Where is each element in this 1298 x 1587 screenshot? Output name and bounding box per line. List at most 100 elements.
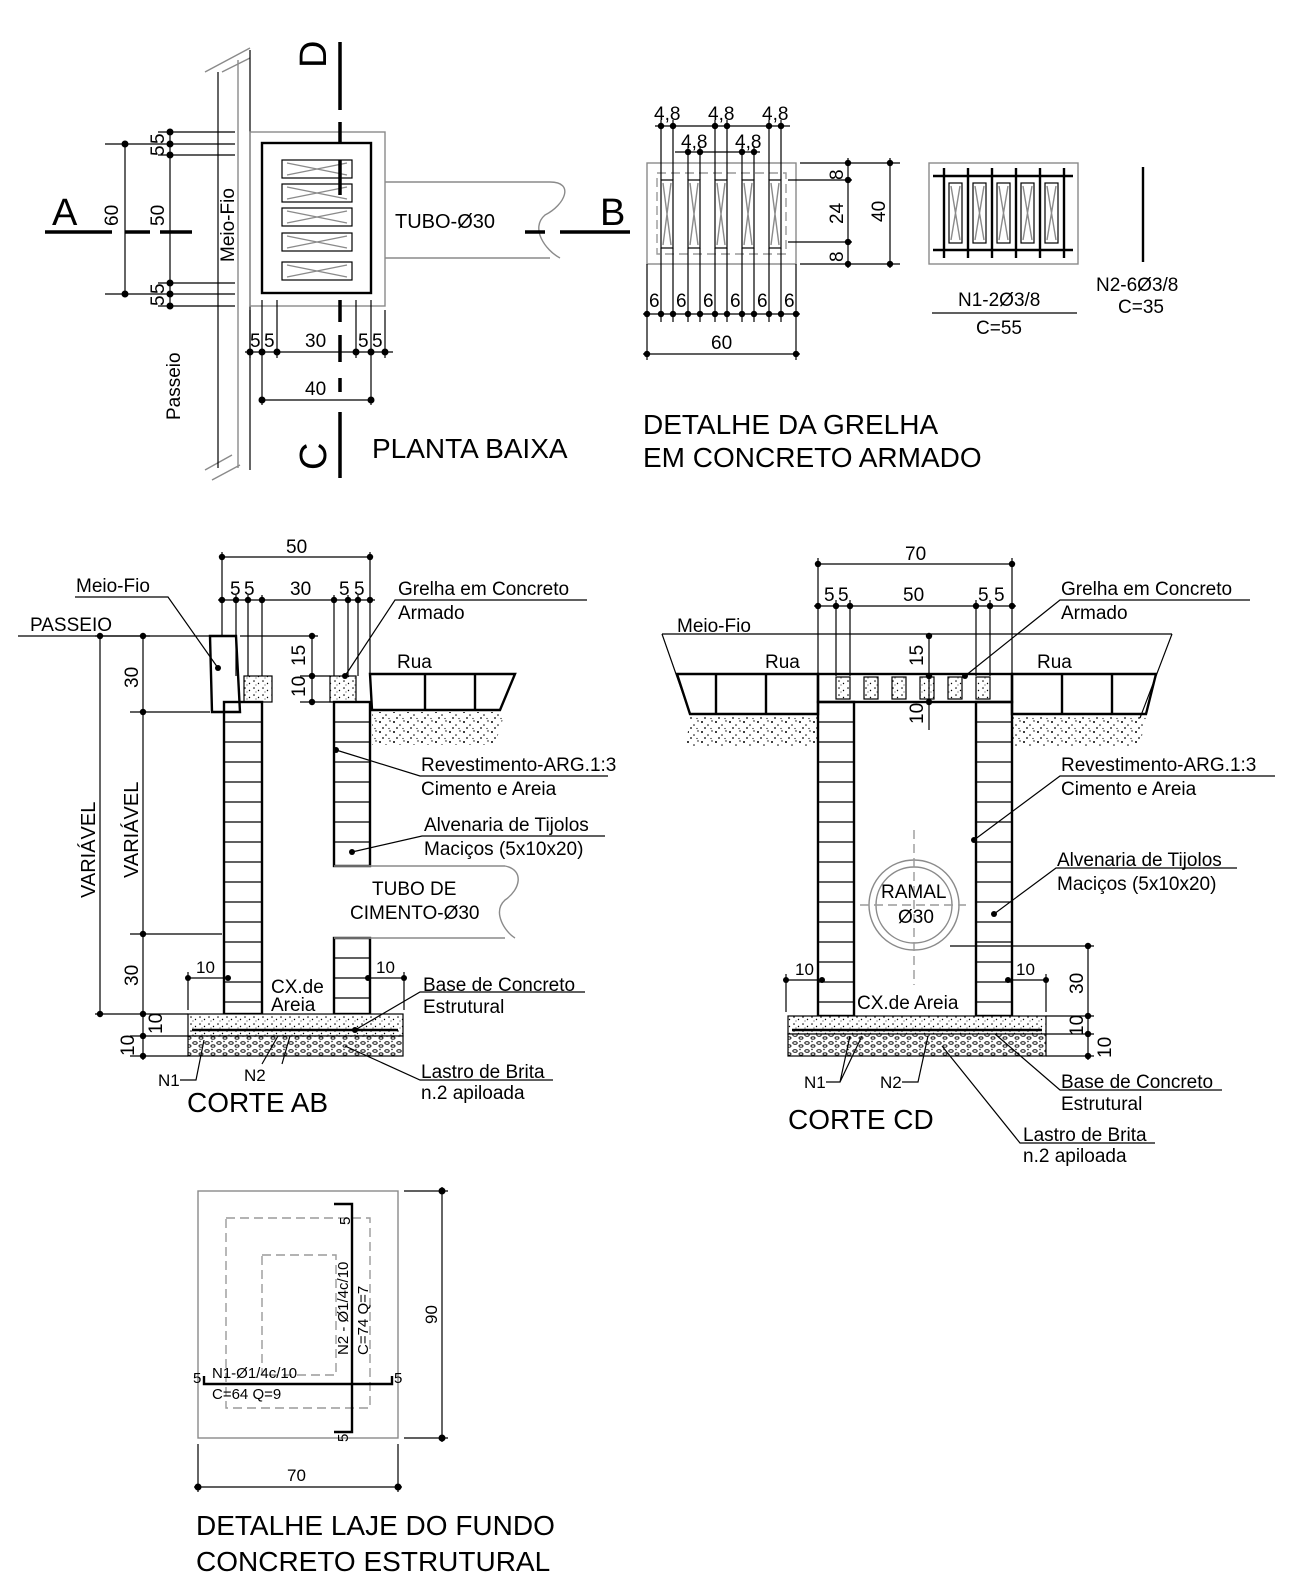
dim-h-30: 30: [305, 331, 326, 352]
grelha-ab-label-2: Armado: [398, 603, 465, 624]
curb-break-lines: [204, 47, 251, 481]
corte-ab-wall-base-dims: 10 10: [185, 958, 407, 1010]
grelha-detail-inner: [656, 172, 787, 255]
rua-ab-label: Rua: [397, 652, 432, 673]
cut-label-b: B: [600, 192, 625, 234]
caixa-outline: [249, 131, 386, 307]
corte-ab-top-dims: 50 5 5 30 5 5: [218, 537, 375, 676]
dim-8-top: 8: [827, 169, 848, 180]
dim-h-5b: 5: [264, 331, 275, 352]
grelha-cd-label-1: Grelha em Concreto: [1061, 579, 1232, 600]
detalhe-grelha: 4,8 4,8 4,8 4,8 4,8 6: [643, 104, 1178, 473]
revest-cd-label-2: Cimento e Areia: [1061, 779, 1197, 800]
meio-fio-cd-label: Meio-Fio: [677, 616, 751, 637]
grelha-outline: [260, 141, 373, 295]
cut-label-a: A: [52, 192, 78, 234]
detalhe-laje: 5 5 5 5 N2 - Ø1/4c/10 C=74 Q=7 N1-Ø1/4c/…: [193, 1187, 555, 1577]
grelha-title-1: DETALHE DA GRELHA: [643, 409, 938, 440]
grelha-rebar-schema: [928, 162, 1079, 265]
ramal-axis: [860, 830, 966, 985]
road-left-joints-cd: [714, 674, 768, 714]
laje-rebar-n1: [225, 1217, 371, 1409]
n1-label: N1-2Ø3/8: [958, 290, 1040, 311]
road-surface: [368, 672, 517, 712]
tubo-ab-label-1: TUBO DE: [372, 879, 456, 900]
dim-ab-30-bottom: 30: [122, 965, 143, 986]
dim-ab-10-top: 10: [289, 676, 310, 697]
leader-n1-ab: [180, 1039, 205, 1081]
lastro-cd-label-1: Lastro de Brita: [1023, 1125, 1147, 1146]
rua-cd-right: Rua: [1037, 652, 1072, 673]
dim-cd-10-brita: 10: [1095, 1037, 1116, 1058]
dim-ab-10-brita: 10: [118, 1035, 139, 1056]
dim-cd-5c: 5: [978, 585, 989, 606]
corte-ab-grate-dims: 15 10: [240, 632, 334, 706]
cx-ab-label-1: CX.de: [271, 977, 324, 998]
n1-length: C=55: [976, 318, 1022, 339]
leader-alven-ab: [351, 835, 605, 853]
planta-vertical-dims: 60 50 5 5 5 5: [102, 128, 235, 310]
leader-n2-cd: [902, 1035, 929, 1083]
passeio-ab-label: PASSEIO: [30, 615, 112, 636]
dim-h-5d: 5: [372, 331, 383, 352]
dim-5d: 5: [148, 295, 169, 306]
dim-ab-10-left: 10: [196, 958, 215, 977]
dim-cd-5b: 5: [838, 585, 849, 606]
leader-grelha-cd: [964, 599, 1250, 677]
dim-6-d: 6: [730, 291, 741, 312]
laje-dim-5-right: 5: [394, 1370, 402, 1387]
dim-h-5c: 5: [358, 331, 369, 352]
leader-lastro-cd: [941, 1045, 1155, 1144]
laje-dim-5-top: 5: [337, 1217, 354, 1225]
laje-n2-qty: C=74 Q=7: [355, 1286, 372, 1355]
passeio-label: Passeio: [164, 352, 185, 420]
dim-cd-10-base: 10: [1067, 1015, 1088, 1036]
dim-40-grelha: 40: [869, 201, 890, 222]
left-wall-cd: [816, 700, 856, 1018]
corte-ab-title: CORTE AB: [187, 1087, 328, 1118]
dim-24: 24: [827, 202, 848, 224]
left-wall-ab: [222, 700, 264, 1016]
dim-cd-10-right: 10: [1016, 960, 1035, 979]
right-wall-ab: [332, 700, 372, 1016]
dim-5a: 5: [148, 133, 169, 144]
subbase-right-cd: [1012, 716, 1146, 746]
corte-cd-grate-dims: 15 10: [907, 632, 933, 730]
dim-6-c: 6: [703, 291, 714, 312]
dim-cd-15: 15: [907, 645, 928, 666]
revest-ab-label-1: Revestimento-ARG.1:3: [421, 755, 616, 776]
dim-6-a: 6: [649, 291, 660, 312]
lastro-cd-label-2: n.2 apiloada: [1023, 1146, 1127, 1167]
grelha-title-2: EM CONCRETO ARMADO: [643, 442, 982, 473]
n2-ab-label: N2: [244, 1066, 266, 1085]
laje-title-1: DETALHE LAJE DO FUNDO: [196, 1510, 555, 1541]
dim-48-e: 4,8: [735, 132, 761, 153]
grelha-detail-bars: [660, 179, 782, 249]
leader-n2-ab: [261, 1035, 291, 1065]
corte-cd-side-dims: 10 10 30 10 10: [783, 942, 1116, 1060]
dim-48-a: 4,8: [654, 104, 680, 125]
laje-outline: [197, 1190, 399, 1439]
cut-label-d: D: [293, 41, 335, 68]
laje-title-2: CONCRETO ESTRUTURAL: [196, 1546, 550, 1577]
meio-fio-block: [208, 634, 242, 714]
n2-rebar: [334, 1202, 354, 1434]
n2-cd-label: N2: [880, 1073, 902, 1092]
grelha-detail-outline: [646, 162, 797, 265]
dim-cd-5a: 5: [824, 585, 835, 606]
n1-rebar: [202, 1376, 394, 1386]
dim-50: 50: [148, 205, 169, 226]
dim-8-bottom: 8: [827, 251, 848, 262]
rua-cd-left: Rua: [765, 652, 800, 673]
dim-70-cd: 70: [905, 544, 926, 565]
corte-cd: Rua Rua Meio-Fio 70 5: [661, 544, 1275, 1167]
dim-60: 60: [102, 205, 123, 226]
planta-baixa: A B D C Meio-Fio Passeio TUBO-Ø30 PLANTA…: [45, 41, 630, 481]
dim-50-ab: 50: [286, 537, 307, 558]
dim-48-b: 4,8: [708, 104, 734, 125]
road-right-cd: [1010, 672, 1158, 716]
base-concreto-cd: [787, 1015, 1047, 1035]
lastro-brita-ab: [187, 1035, 404, 1057]
tubo-ab-break: [498, 865, 519, 939]
ramal-label-2: Ø30: [898, 907, 934, 928]
